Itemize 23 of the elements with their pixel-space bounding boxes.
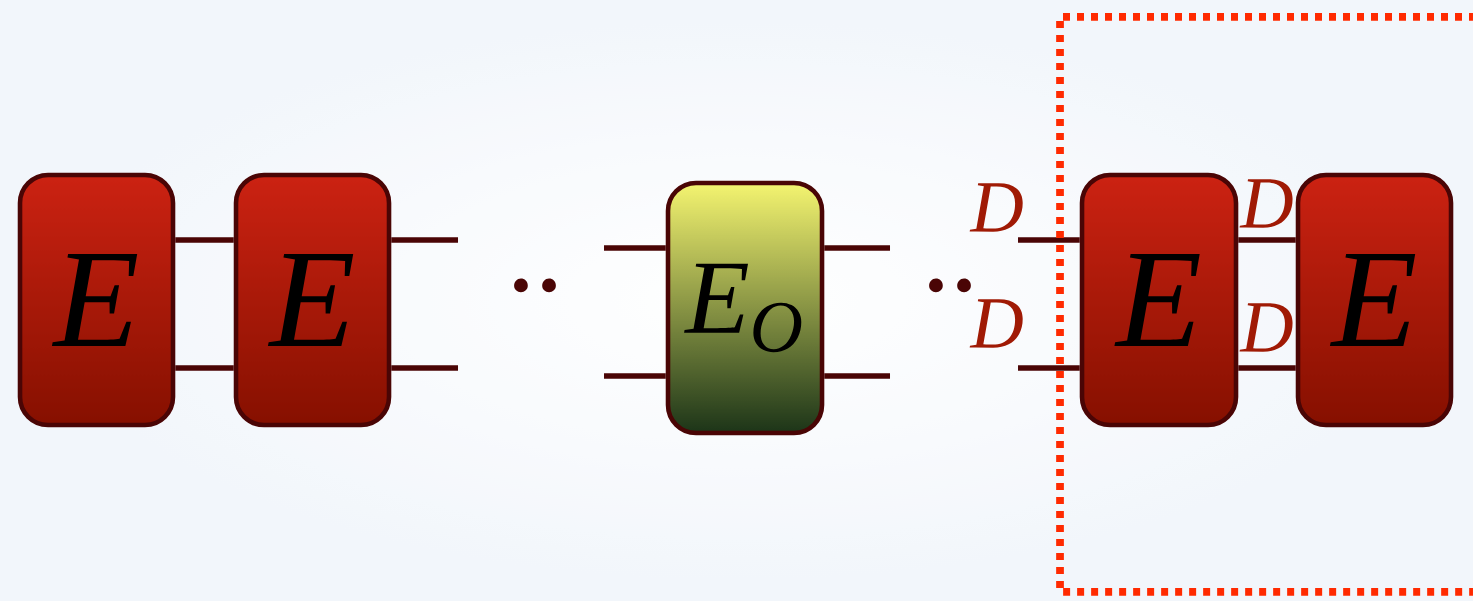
- wire-line: [175, 365, 234, 371]
- edge-label: D: [1239, 179, 1293, 228]
- tensor-box: E: [233, 172, 392, 428]
- edge-label: D: [969, 183, 1023, 232]
- wire-line: [604, 373, 666, 379]
- wire-line: [391, 365, 458, 371]
- wire-line: [1018, 365, 1080, 371]
- wire-line: [1238, 365, 1296, 371]
- wire-line: [175, 237, 234, 243]
- tensor-box: E: [1079, 172, 1239, 428]
- tensor-box: E$_{O}$: [665, 180, 825, 436]
- wire-line: [1018, 237, 1080, 243]
- ellipsis-dots: ··: [514, 278, 556, 293]
- wire-line: [1238, 237, 1296, 243]
- edge-label: D: [969, 299, 1023, 348]
- ellipsis-dots: ··: [929, 278, 971, 293]
- wire-line: [604, 245, 666, 251]
- edge-label: D: [1239, 303, 1293, 352]
- wire-line: [391, 237, 458, 243]
- tensor-box: E: [1295, 172, 1454, 428]
- tensor-box: E: [17, 172, 176, 428]
- wire-line: [824, 373, 890, 379]
- wire-line: [824, 245, 890, 251]
